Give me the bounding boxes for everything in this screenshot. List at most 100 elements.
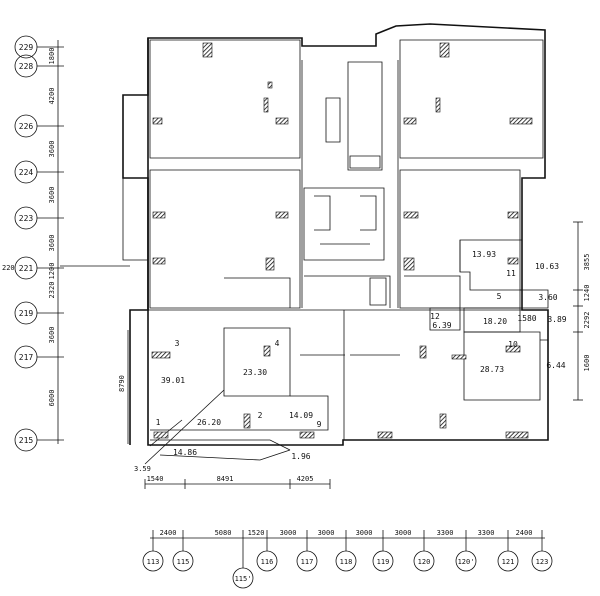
point-359-label: 3.59 xyxy=(134,465,151,473)
right-dim-label: 2292 xyxy=(583,312,591,329)
axis-label: 219 xyxy=(19,309,34,318)
room-label: 1.96 xyxy=(291,452,310,461)
room-label: 10.63 xyxy=(535,262,559,271)
axis-label: 119 xyxy=(377,558,390,566)
bottom-axis-marker: 120' xyxy=(455,530,477,572)
room-label: 14.86 xyxy=(173,448,197,457)
mid-dim-label: 4205 xyxy=(297,475,314,483)
wall-hatching xyxy=(151,42,533,439)
mid-dim-label: 8491 xyxy=(217,475,234,483)
left-dim-label: 3600 xyxy=(48,187,56,204)
axis-bubble xyxy=(335,550,357,572)
axis-label: 120' xyxy=(458,558,475,566)
room-label: 14.09 xyxy=(289,411,313,420)
bottom-dim-label: 3000 xyxy=(318,529,335,537)
axis-label: 117 xyxy=(301,558,314,566)
left-axis-marker: 229 xyxy=(14,35,64,59)
left-dim-label: 6000 xyxy=(48,390,56,407)
room-label: 13.93 xyxy=(472,250,496,259)
mid-dim-label: 1540 xyxy=(147,475,164,483)
bottom-dim-label: 2400 xyxy=(160,529,177,537)
bottom-axis-marker: 113 xyxy=(142,530,164,572)
room-label: 1 xyxy=(156,418,161,427)
bottom-dim-label: 1520 xyxy=(248,529,265,537)
left-axis-marker: 223 xyxy=(14,206,64,230)
room-label: 12 xyxy=(430,312,440,321)
left-axis-marker: 226 xyxy=(14,114,64,138)
room-label: 26.20 xyxy=(197,418,221,427)
axis-label: 226 xyxy=(19,122,34,131)
axis-bubble xyxy=(455,550,477,572)
axis-label: 228 xyxy=(19,62,34,71)
axis-label: 123 xyxy=(536,558,549,566)
axis-label: 115 xyxy=(177,558,190,566)
bottom-axis-marker: 118 xyxy=(335,530,357,572)
room-label: 28.73 xyxy=(480,365,504,374)
left-dim-label: 4200 xyxy=(48,88,56,105)
axis-label: 221 xyxy=(19,264,34,273)
room-label: 18.20 xyxy=(483,317,507,326)
axis-label: 229 xyxy=(19,43,34,52)
room-label: 6.39 xyxy=(432,321,451,330)
left-axis-marker: 221 xyxy=(14,256,64,280)
room-label: 23.30 xyxy=(243,368,267,377)
axis-bubble xyxy=(256,550,278,572)
axis-label: 224 xyxy=(19,168,34,177)
axis-label: 113 xyxy=(147,558,160,566)
bottom-dim-label: 3000 xyxy=(356,529,373,537)
axis-bubble xyxy=(142,550,164,572)
axis-label: 223 xyxy=(19,214,34,223)
left-dim-label: 1200 xyxy=(48,263,56,280)
bottom-axis-marker: 117 xyxy=(296,530,318,572)
axis-bubble xyxy=(413,550,435,572)
room-label: 11 xyxy=(506,269,516,278)
bottom-dim-label: 3300 xyxy=(478,529,495,537)
bottom-dim-label: 3000 xyxy=(280,529,297,537)
left-axis-marker: 224 xyxy=(14,160,64,184)
room-label: 9 xyxy=(317,420,322,429)
bottom-axis-marker: 120 xyxy=(413,530,435,572)
bottom-dim-label: 5080 xyxy=(215,529,232,537)
axis-label: 121 xyxy=(502,558,515,566)
left-dim-label: 3600 xyxy=(48,327,56,344)
room-label: 5 xyxy=(497,292,502,301)
room-label: 2 xyxy=(258,411,263,420)
axis-bubble xyxy=(372,550,394,572)
axis-label: 116 xyxy=(261,558,274,566)
left-axis-marker: 215 xyxy=(14,428,64,452)
bottom-axis-marker: 123 xyxy=(531,530,553,572)
axis-bubble xyxy=(531,550,553,572)
right-dim-label: 1600 xyxy=(583,355,591,372)
bottom-axis-marker: 115 xyxy=(172,530,194,572)
building-outline xyxy=(122,23,549,465)
bottom-axis-marker: 115' xyxy=(232,530,254,589)
left-dim-label: 1800 xyxy=(48,48,56,65)
axis-label: 215 xyxy=(19,436,34,445)
axis-label: 118 xyxy=(340,558,353,566)
room-label: 39.01 xyxy=(161,376,185,385)
bottom-dim-label: 2400 xyxy=(516,529,533,537)
bottom-axis-marker: 121 xyxy=(497,530,519,572)
axis-bubble xyxy=(296,550,318,572)
level-220-label: 220 xyxy=(2,264,15,272)
room-label: 4 xyxy=(275,339,280,348)
room-label: 10 xyxy=(508,340,518,349)
left-dimension-lines xyxy=(57,40,130,444)
right-dim-label: 3855 xyxy=(583,254,591,271)
room-label: 3 xyxy=(175,339,180,348)
room-label: 6.44 xyxy=(546,361,565,370)
dim-8790-label: 8790 xyxy=(118,375,126,392)
right-dim-label: 1240 xyxy=(583,285,591,302)
bottom-dim-label: 3000 xyxy=(395,529,412,537)
left-dim-label: 3600 xyxy=(48,141,56,158)
axis-label: 115' xyxy=(235,575,252,583)
bottom-axis-marker: 119 xyxy=(372,530,394,572)
left-axis-marker: 228 xyxy=(14,54,64,78)
room-label: 1580 xyxy=(517,314,536,323)
axis-label: 217 xyxy=(19,353,34,362)
room-label: 3.89 xyxy=(547,315,566,324)
bottom-dim-label: 3300 xyxy=(437,529,454,537)
axis-bubble xyxy=(172,550,194,572)
axis-bubble xyxy=(497,550,519,572)
